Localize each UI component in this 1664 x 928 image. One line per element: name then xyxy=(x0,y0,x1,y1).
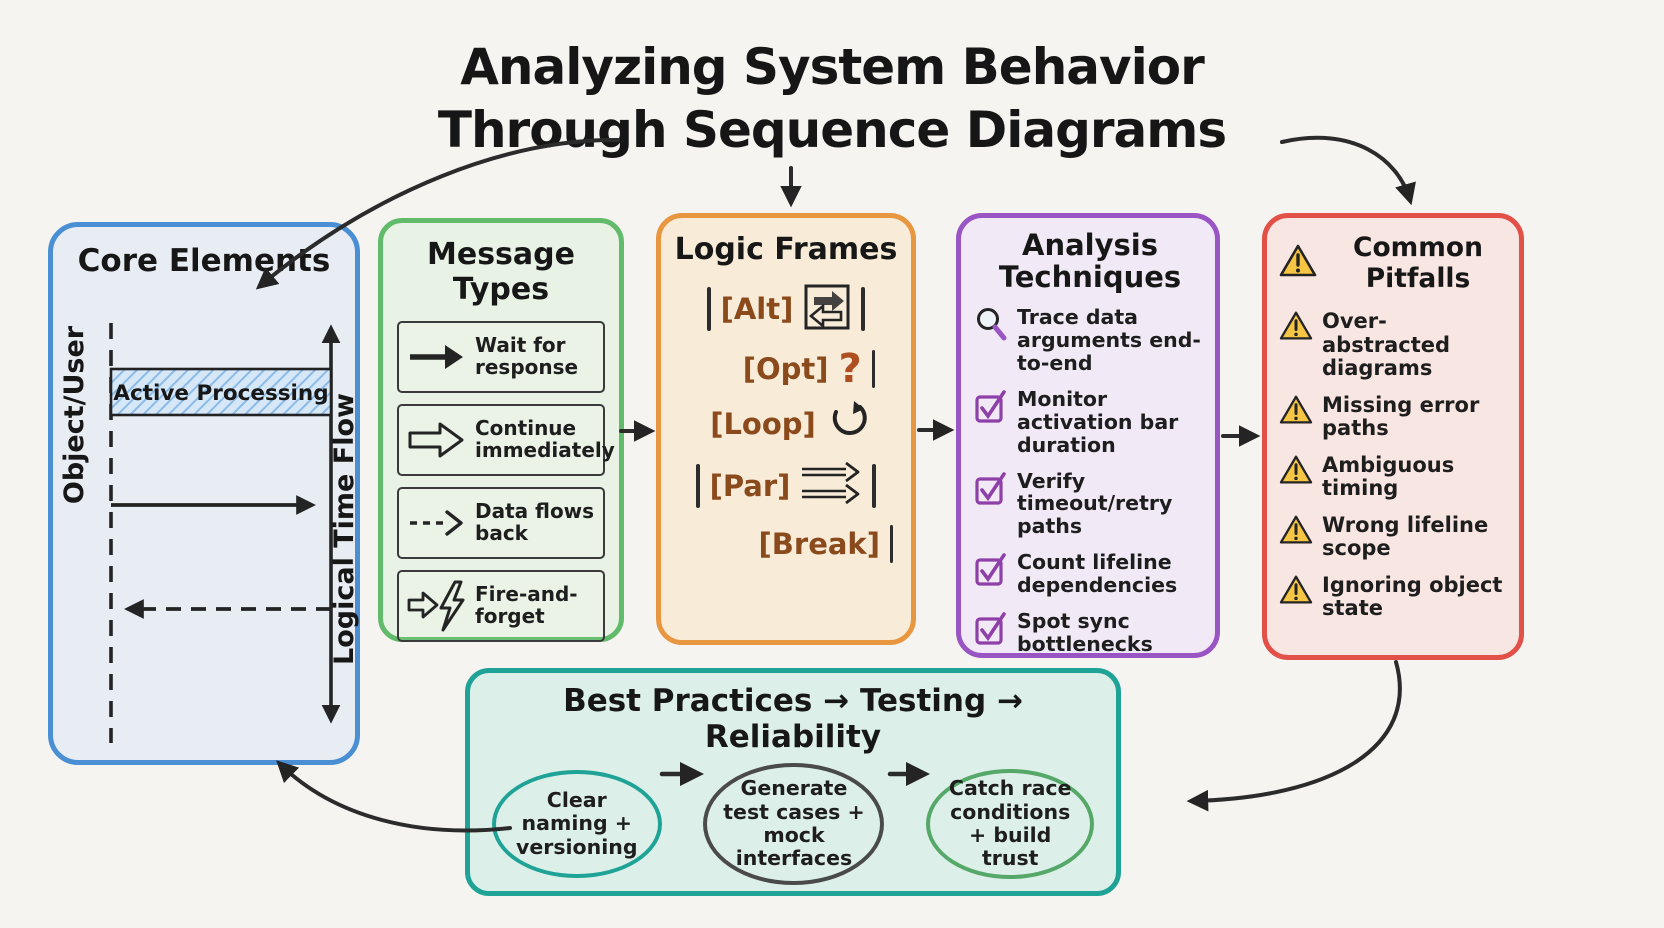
frame-bar xyxy=(707,287,711,331)
warning-triangle-icon xyxy=(1279,394,1313,429)
alt-swap-icon xyxy=(803,283,851,335)
break-label: [Break] xyxy=(758,527,880,561)
warning-triangle-icon xyxy=(1279,310,1313,345)
best-practice-oval-naming: Clear naming + versioning xyxy=(492,770,662,878)
common-pitfalls-title: Common Pitfalls xyxy=(1353,232,1483,294)
pitfall-item-ignoring-state: Ignoring object state xyxy=(1279,572,1511,621)
message-type-label: Fire-and-forget xyxy=(475,582,578,628)
core-elements-title: Core Elements xyxy=(77,243,331,279)
best-practice-oval-reliability: Catch race conditions + build trust xyxy=(926,769,1095,879)
open-arrow-icon xyxy=(407,420,469,460)
pitfall-item-wrong-lifeline: Wrong lifeline scope xyxy=(1279,512,1511,561)
activation-bar xyxy=(109,367,333,417)
pitfall-item-missing-error: Missing error paths xyxy=(1279,392,1511,441)
activation-bar-label: Active Processing xyxy=(113,381,328,406)
core-elements-panel: Core Elements Active Processing xyxy=(48,222,360,765)
sequence-diagram-illustration: Active Processing Object/User Logical Ti… xyxy=(59,323,360,743)
page-title: Analyzing System Behavior Through Sequen… xyxy=(0,36,1664,162)
logic-frame-loop: [Loop] xyxy=(681,399,901,449)
logic-frame-break: [Break] xyxy=(751,525,901,563)
message-type-row-wait: Wait for response xyxy=(397,321,605,393)
magnifier-icon xyxy=(975,306,1009,347)
solid-arrow-icon xyxy=(407,339,469,375)
message-types-panel: Message Types Wait for response Continue… xyxy=(378,218,624,642)
pitfall-item-label: Missing error paths xyxy=(1322,392,1480,441)
page-title-line2: Through Sequence Diagrams xyxy=(437,101,1227,159)
analysis-item-label: Monitor activation bar duration xyxy=(1017,386,1179,457)
logic-frame-par: [Par] xyxy=(671,461,901,511)
warning-triangle-icon xyxy=(1279,454,1313,489)
pitfall-item-ambiguous-timing: Ambiguous timing xyxy=(1279,452,1511,501)
message-type-row-continue: Continue immediately xyxy=(397,404,615,476)
question-mark: ? xyxy=(838,346,862,392)
lifeline-label: Object/User xyxy=(59,325,90,504)
warning-triangle-icon xyxy=(1279,574,1313,609)
logic-frames-panel: Logic Frames [Alt] [Opt] ? [Loop] xyxy=(656,213,916,645)
time-axis-label: Logical Time Flow xyxy=(329,393,360,665)
analysis-item-label: Count lifeline dependencies xyxy=(1017,550,1178,598)
arrow-pitfalls-to-best xyxy=(1186,660,1402,812)
checkbox-icon xyxy=(975,610,1009,649)
best-practice-oval-testing: Generate test cases + mock interfaces xyxy=(703,763,885,885)
fire-and-forget-icon xyxy=(407,580,469,632)
pitfall-item-label: Over-abstracted diagrams xyxy=(1322,309,1451,381)
message-types-title: Message Types xyxy=(427,237,575,307)
logic-frame-alt: [Alt] xyxy=(671,283,901,335)
frame-bar xyxy=(871,350,876,388)
oval-label: Generate test cases + mock interfaces xyxy=(723,776,865,871)
analysis-item-verify: Verify timeout/retry paths xyxy=(975,468,1205,539)
message-type-label: Data flows back xyxy=(475,499,595,545)
message-type-label: Wait for response xyxy=(475,333,579,379)
loop-label: [Loop] xyxy=(710,407,816,441)
pitfall-item-label: Ignoring object state xyxy=(1322,572,1503,621)
pitfall-item-label: Ambiguous timing xyxy=(1322,452,1455,501)
analysis-techniques-title: Analysis Techniques xyxy=(998,228,1182,294)
checkbox-icon xyxy=(975,470,1009,509)
pitfall-item-over-abstracted: Over-abstracted diagrams xyxy=(1279,309,1511,381)
frame-bar xyxy=(872,464,876,508)
logic-frame-opt: [Opt] ? xyxy=(717,349,901,389)
message-type-row-data-back: Data flows back xyxy=(397,487,605,559)
checkbox-icon xyxy=(975,388,1009,427)
frame-bar xyxy=(889,525,894,563)
logic-frames-title: Logic Frames xyxy=(674,232,898,267)
analysis-item-trace: Trace data arguments end-to-end xyxy=(975,304,1205,375)
pitfall-item-label: Wrong lifeline scope xyxy=(1322,512,1489,561)
best-practices-panel: Best Practices → Testing → Reliability C… xyxy=(465,668,1121,896)
checkbox-icon xyxy=(975,551,1009,590)
loop-arrow-icon xyxy=(826,399,872,449)
best-practices-title: Best Practices → Testing → Reliability xyxy=(563,683,1023,755)
analysis-item-label: Spot sync bottlenecks xyxy=(1017,609,1153,657)
par-label: [Par] xyxy=(709,469,791,503)
analysis-item-spot: Spot sync bottlenecks xyxy=(975,610,1205,656)
warning-triangle-icon xyxy=(1279,244,1317,282)
frame-bar xyxy=(696,464,700,508)
analysis-item-label: Verify timeout/retry paths xyxy=(1017,468,1173,539)
analysis-item-label: Trace data arguments end-to-end xyxy=(1017,304,1201,375)
message-type-row-fire-forget: Fire-and-forget xyxy=(397,570,605,642)
oval-label: Clear naming + versioning xyxy=(515,787,638,859)
analysis-item-count: Count lifeline dependencies xyxy=(975,551,1205,597)
message-type-label: Continue immediately xyxy=(475,416,615,462)
dashed-arrow-icon xyxy=(407,507,469,539)
parallel-arrows-icon xyxy=(800,461,862,511)
oval-label: Catch race conditions + build trust xyxy=(948,776,1072,871)
frame-bar xyxy=(861,287,865,331)
common-pitfalls-panel: Common Pitfalls Over-abstracted diagrams… xyxy=(1262,213,1524,660)
page-title-line1: Analyzing System Behavior xyxy=(460,38,1205,96)
analysis-item-monitor: Monitor activation bar duration xyxy=(975,386,1205,457)
opt-label: [Opt] xyxy=(742,352,829,386)
alt-label: [Alt] xyxy=(720,292,794,326)
warning-triangle-icon xyxy=(1279,514,1313,549)
analysis-techniques-panel: Analysis Techniques Trace data arguments… xyxy=(956,213,1220,658)
